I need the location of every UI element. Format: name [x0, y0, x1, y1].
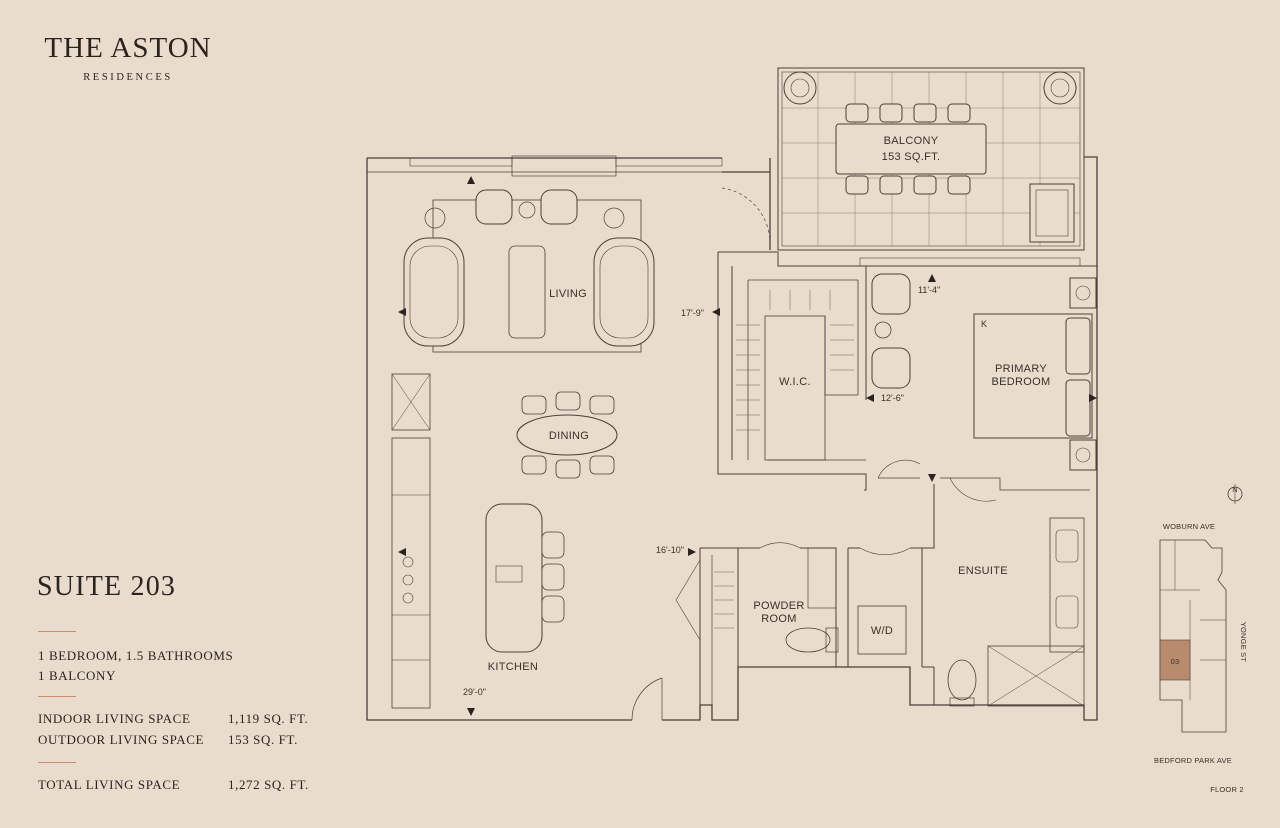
divider [38, 762, 76, 763]
dimension-arrows [398, 176, 1097, 716]
cooktop-burner [402, 556, 414, 568]
dimension-label: 29'-0" [463, 687, 486, 697]
toilet-icon [947, 659, 977, 701]
vanity [807, 547, 837, 609]
room-label-balcony: BALCONY [884, 135, 939, 147]
street-woburn: WOBURN AVE [1163, 522, 1215, 531]
bedrooms-line: 1 BEDROOM, 1.5 BATHROOMS [38, 648, 234, 663]
floor-label: FLOOR 2 [1210, 785, 1244, 794]
sofa [593, 237, 655, 347]
dimension-label: 11'-4" [918, 285, 940, 295]
kitchen-counter [391, 437, 431, 709]
planter-icon [783, 71, 817, 105]
area-label: TOTAL LIVING SPACE [38, 777, 181, 792]
nightstand [1069, 277, 1097, 309]
suite-title: SUITE 203 [37, 571, 177, 602]
area-label: INDOOR LIVING SPACE [38, 711, 191, 726]
sink-icon [495, 565, 523, 583]
balcony-line: 1 BALCONY [38, 668, 116, 683]
street-bedford: BEDFORD PARK AVE [1154, 756, 1232, 765]
cooktop-burner [402, 592, 414, 604]
room-label-powder: POWDER [753, 600, 804, 612]
room-label-dining: DINING [549, 430, 589, 442]
cooktop-burner [402, 574, 414, 586]
planter-icon [1043, 71, 1077, 105]
site-key-map: N WOBURN AVE YONGE ST BEDFORD PARK AVE F… [1154, 484, 1248, 794]
toilet-icon [785, 627, 831, 653]
balcony-area [777, 67, 1085, 251]
dimension-label: 17'-9" [681, 308, 704, 318]
room-label-room: ROOM [761, 613, 796, 625]
bed [973, 313, 1093, 439]
area-value: 1,119 SQ. FT. [228, 711, 309, 726]
north-label: N [1232, 485, 1238, 494]
area-value: 153 SQ. FT. [228, 732, 298, 747]
dimension-label: 12'-6" [881, 393, 904, 403]
room-label-primary: PRIMARY [995, 363, 1047, 375]
unit-number: 03 [1171, 657, 1180, 666]
sofa [403, 237, 465, 347]
dimension-label: 16'-10" [656, 545, 684, 555]
fridge [391, 373, 431, 431]
room-label-kitchen: KITCHEN [488, 661, 538, 673]
coffee-table [508, 245, 546, 339]
brand-subtitle: RESIDENCES [83, 72, 173, 83]
room-label-living: LIVING [549, 288, 587, 300]
balcony-table [835, 123, 987, 175]
brand-logo: THE ASTON RESIDENCES [38, 32, 218, 84]
bedroom-chair [871, 347, 911, 389]
area-label: OUTDOOR LIVING SPACE [38, 732, 205, 747]
unit-highlight [1159, 639, 1191, 681]
double-vanity [1049, 517, 1085, 653]
bedroom-chair [871, 273, 911, 315]
bed-size-marker: K [981, 319, 987, 329]
street-yonge: YONGE ST [1239, 622, 1248, 663]
area-value: 1,272 SQ. FT. [228, 777, 309, 792]
room-label-bedroom: BEDROOM [992, 376, 1051, 388]
brand-name: THE ASTON [44, 32, 212, 64]
dining-table [516, 414, 618, 456]
bbq-icon [1029, 183, 1075, 243]
nightstand [1069, 439, 1097, 471]
lounge-chair [475, 189, 513, 225]
shower [987, 645, 1085, 707]
washer-dryer [857, 605, 907, 655]
balcony-area-label: 153 SQ.FT. [882, 151, 941, 163]
lounge-chair [540, 189, 578, 225]
divider [38, 696, 76, 697]
kitchen-island [485, 503, 543, 653]
walls [366, 156, 1098, 721]
room-label-wic: W.I.C. [779, 376, 811, 388]
divider [38, 631, 76, 632]
side-table [874, 321, 892, 339]
room-label-ensuite: ENSUITE [958, 565, 1008, 577]
room-label-wd: W/D [871, 625, 893, 637]
